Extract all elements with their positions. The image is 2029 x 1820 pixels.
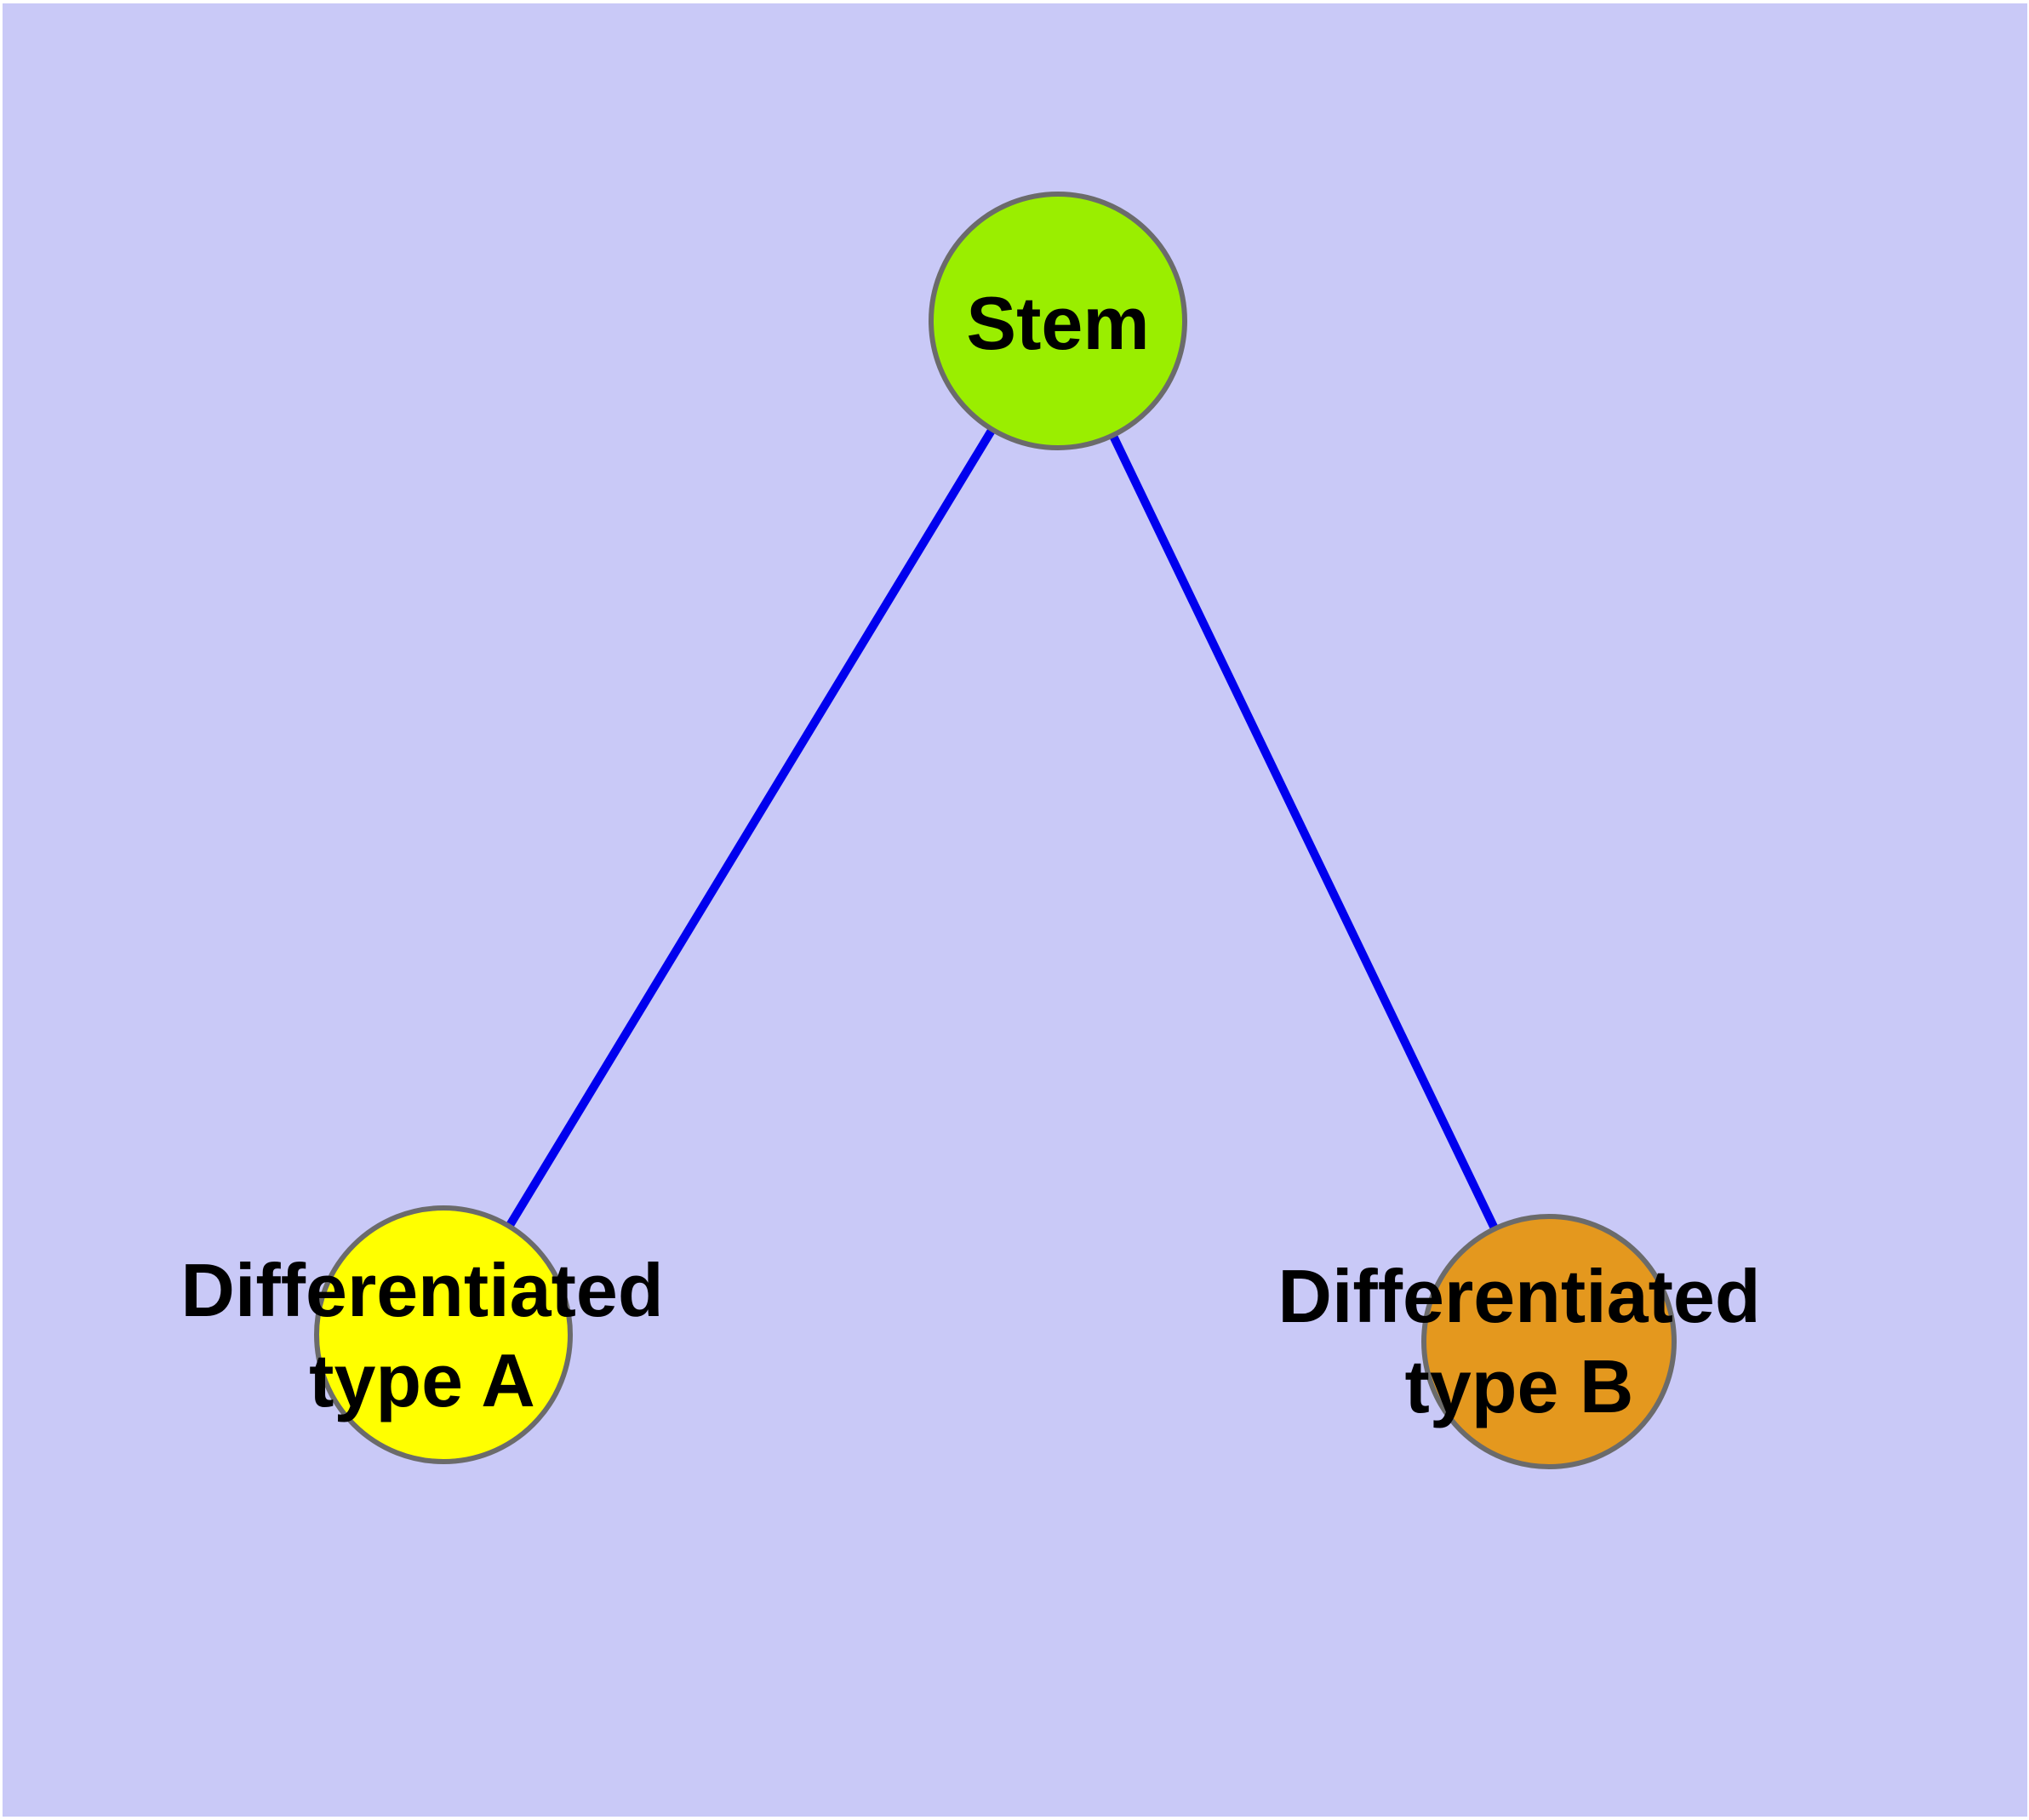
edge-stem-to-type-a: [439, 318, 1062, 1337]
node-label-differentiated-type-b: Differentiated type B: [1277, 1254, 1761, 1428]
node-label-differentiated-type-a: Differentiated type A: [180, 1248, 664, 1422]
edge-layer: [439, 318, 1553, 1344]
node-stem: [929, 192, 1187, 450]
node-differentiated-type-b: [1421, 1214, 1677, 1469]
node-differentiated-type-a: [314, 1205, 573, 1464]
node-label-stem: Stem: [966, 281, 1150, 365]
diagram-canvas: Stem Differentiated type A Differentiate…: [3, 3, 2027, 1817]
edge-stem-to-type-b: [1054, 318, 1553, 1344]
